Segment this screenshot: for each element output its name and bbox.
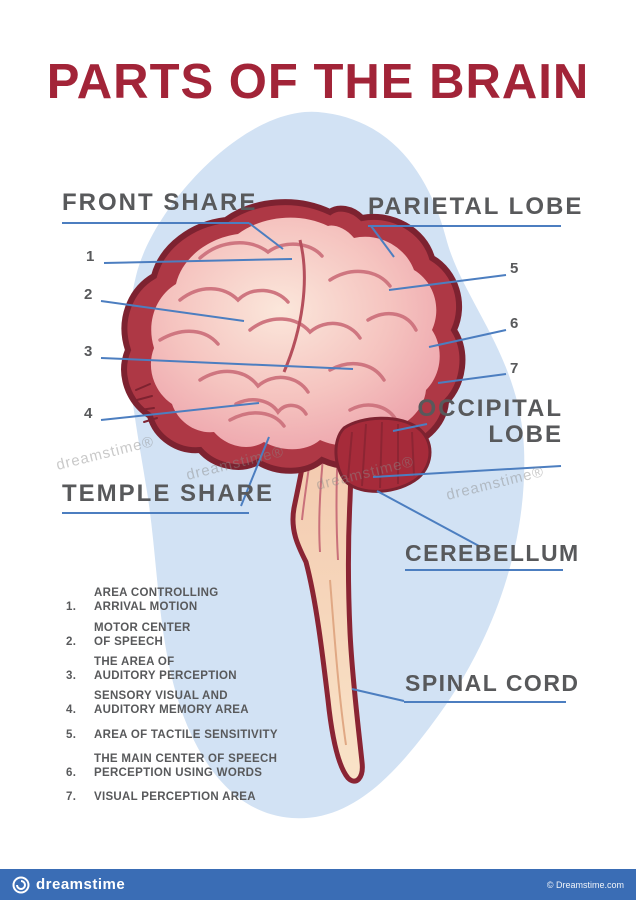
- legend-line: AREA CONTROLLING: [94, 587, 219, 599]
- legend-line: AREA OF TACTILE SENSITIVITY: [94, 729, 278, 741]
- label-temple-share: TEMPLE SHARE: [62, 480, 275, 507]
- page-title: PARTS OF THE BRAIN: [46, 55, 590, 109]
- watermark-footer-bar: dreamstime © Dreamstime.com: [0, 869, 636, 900]
- legend-number: 6.: [66, 767, 77, 779]
- legend-line: THE MAIN CENTER OF SPEECH: [94, 753, 278, 765]
- cerebrum-fill: [150, 217, 440, 450]
- dreamstime-logo-icon: [12, 876, 30, 893]
- label-front-share: FRONT SHARE: [62, 189, 258, 216]
- spinal-cord-shape: [290, 429, 365, 784]
- label-occipital-line1: OCCIPITAL: [417, 395, 563, 422]
- legend-number: 2.: [66, 636, 77, 648]
- legend-item-5: 5. AREA OF TACTILE SENSITIVITY: [66, 728, 278, 742]
- fringe-marks: [135, 383, 158, 423]
- callout-number-1: 1: [86, 248, 95, 265]
- callout-number-4: 4: [84, 405, 93, 422]
- callout-number-6: 6: [510, 315, 519, 332]
- legend-text: AREA OF TACTILE SENSITIVITY: [94, 728, 278, 742]
- legend-item-4: 4. SENSORY VISUAL AND AUDITORY MEMORY AR…: [66, 689, 249, 717]
- label-parietal-lobe: PARIETAL LOBE: [368, 193, 584, 220]
- legend-item-3: 3. THE AREA OF AUDITORY PERCEPTION: [66, 655, 237, 683]
- legend-number: 4.: [66, 704, 77, 716]
- label-cerebellum: CEREBELLUM: [405, 540, 580, 566]
- legend-text: THE MAIN CENTER OF SPEECH PERCEPTION USI…: [94, 752, 277, 780]
- legend-line: OF SPEECH: [94, 636, 164, 648]
- footer-brand: dreamstime: [12, 876, 125, 894]
- legend-number: 3.: [66, 670, 77, 682]
- label-occipital-lobe: OCCIPITAL LOBE: [400, 396, 563, 448]
- legend-number: 1.: [66, 601, 77, 613]
- callout-number-3: 3: [84, 343, 93, 360]
- label-occipital-line2: LOBE: [488, 421, 563, 448]
- callout-number-5: 5: [510, 260, 519, 277]
- legend-line: SENSORY VISUAL AND: [94, 690, 228, 702]
- legend-item-1: 1. AREA CONTROLLING ARRIVAL MOTION: [66, 586, 218, 614]
- legend-number: 7.: [66, 791, 77, 803]
- legend-text: AREA CONTROLLING ARRIVAL MOTION: [94, 586, 218, 614]
- legend-line: MOTOR CENTER: [94, 622, 191, 634]
- legend-line: PERCEPTION USING WORDS: [94, 767, 263, 779]
- legend-line: THE AREA OF: [94, 656, 175, 668]
- legend-line: VISUAL PERCEPTION AREA: [94, 791, 256, 803]
- callout-number-7: 7: [510, 360, 519, 377]
- legend-text: THE AREA OF AUDITORY PERCEPTION: [94, 655, 237, 683]
- legend-text: MOTOR CENTER OF SPEECH: [94, 621, 191, 649]
- legend-number: 5.: [66, 729, 77, 741]
- cerebellum-striations: [347, 421, 415, 489]
- legend-text: SENSORY VISUAL AND AUDITORY MEMORY AREA: [94, 689, 249, 717]
- label-spinal-cord: SPINAL CORD: [405, 670, 580, 696]
- legend-line: AUDITORY MEMORY AREA: [94, 704, 249, 716]
- cerebellum-shape: [334, 416, 432, 493]
- legend-item-2: 2. MOTOR CENTER OF SPEECH: [66, 621, 191, 649]
- legend-item-7: 7. VISUAL PERCEPTION AREA: [66, 790, 256, 804]
- legend-text: VISUAL PERCEPTION AREA: [94, 790, 256, 804]
- legend-item-6: 6. THE MAIN CENTER OF SPEECH PERCEPTION …: [66, 752, 277, 780]
- callout-number-2: 2: [84, 286, 93, 303]
- legend-line: AUDITORY PERCEPTION: [94, 670, 237, 682]
- legend-line: ARRIVAL MOTION: [94, 601, 198, 613]
- footer-brand-text: dreamstime: [36, 876, 126, 893]
- footer-credit-text: © Dreamstime.com: [546, 879, 624, 890]
- gyri-lines: [158, 241, 418, 428]
